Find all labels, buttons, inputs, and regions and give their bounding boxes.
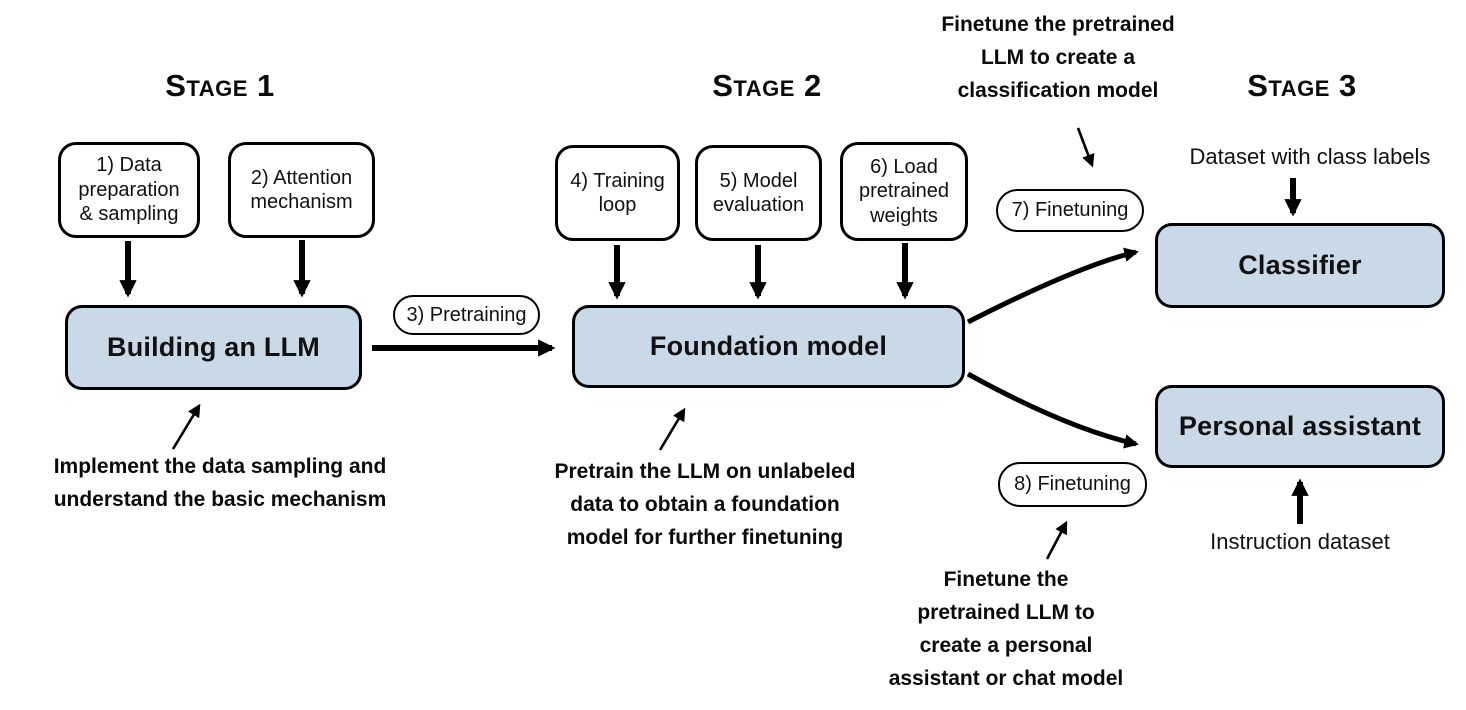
pointer-annotation2-to-foundation xyxy=(658,407,686,451)
personal-assistant-box: Personal assistant xyxy=(1155,385,1445,468)
step-box-model-evaluation: 5) Model evaluation xyxy=(695,145,822,241)
annotation-classification-finetune: Finetune the pretrained LLM to create a … xyxy=(941,13,1175,102)
finetuning8-pill: 8) Finetuning xyxy=(998,462,1147,507)
foundation-model-box: Foundation model xyxy=(572,305,965,388)
instruction-dataset-label: Instruction dataset xyxy=(1210,529,1390,554)
step-box-training-loop: 4) Training loop xyxy=(555,145,680,241)
step-box-load-pretrained-weights: 6) Load pretrained weights xyxy=(840,142,968,241)
annotation-stage1: Implement the data sampling and understa… xyxy=(53,455,387,511)
pointer-annotation4-to-finetuning8 xyxy=(1045,520,1068,560)
stage1-header: Stage 1 xyxy=(165,68,275,103)
pointer-annotation3-to-finetuning7 xyxy=(1076,127,1095,168)
arrow-foundation-to-classifier xyxy=(966,247,1139,325)
annotation-assistant-finetune: Finetune the pretrained LLM to create a … xyxy=(888,568,1124,690)
finetuning7-pill: 7) Finetuning xyxy=(996,189,1144,232)
arrow-foundation-to-assistant xyxy=(966,371,1139,449)
dataset-with-class-labels-label: Dataset with class labels xyxy=(1189,144,1431,169)
annotation-stage2: Pretrain the LLM on unlabeled data to ob… xyxy=(554,460,856,549)
building-an-llm-box: Building an LLM xyxy=(65,305,362,390)
pointer-annotation1-to-building xyxy=(171,403,201,450)
stage3-header: Stage 3 xyxy=(1247,68,1357,103)
classifier-box: Classifier xyxy=(1155,223,1445,308)
pretraining-pill: 3) Pretraining xyxy=(393,295,540,335)
step-box-attention-mechanism: 2) Attention mechanism xyxy=(228,142,375,238)
step-box-data-preparation: 1) Data preparation & sampling xyxy=(58,142,200,238)
stage2-header: Stage 2 xyxy=(712,68,822,103)
